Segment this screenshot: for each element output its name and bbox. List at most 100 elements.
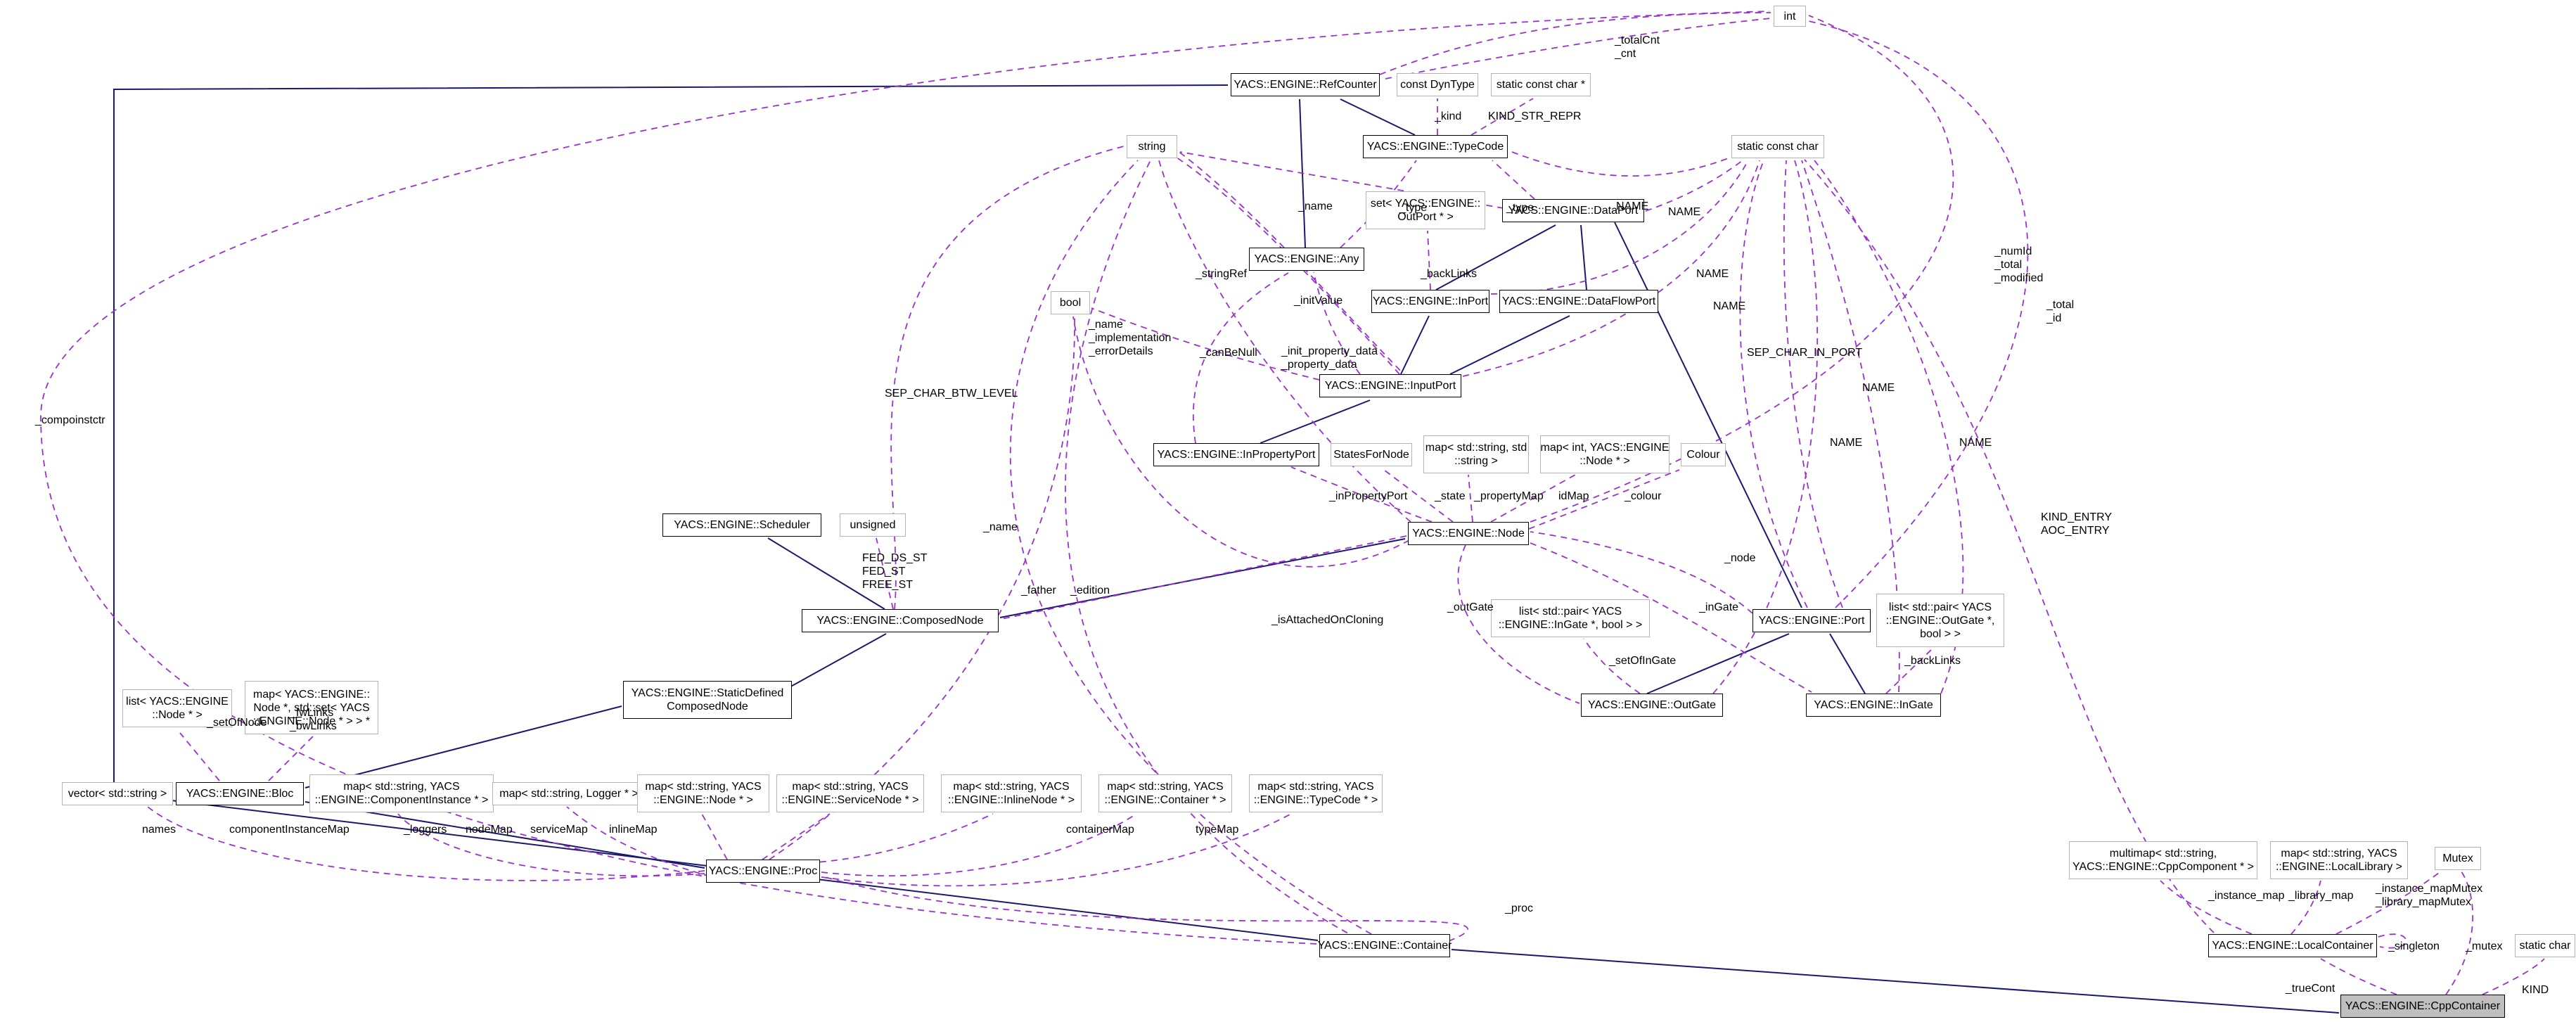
- node-colour: Colour: [1681, 443, 1726, 466]
- node-inputport[interactable]: YACS::ENGINE::InputPort: [1319, 374, 1461, 397]
- node-listoutgate: list< std::pair< YACS ::ENGINE::OutGate …: [1876, 594, 2004, 647]
- edge-use-39: [1468, 474, 1473, 523]
- edge-label-4: _type: [1399, 202, 1428, 214]
- edge-label-44: _loggers: [404, 824, 447, 836]
- node-port[interactable]: YACS::ENGINE::Port: [1752, 609, 1871, 632]
- edge-inherit-7: [1614, 222, 1802, 608]
- edge-label-43: componentInstanceMap: [229, 824, 350, 836]
- edge-use-61: [2160, 880, 2253, 935]
- node-maptypecode: map< std::string, YACS ::ENGINE::TypeCod…: [1249, 774, 1383, 812]
- edge-label-27: _propertyMap: [1474, 490, 1544, 502]
- edge-label-10: NAME: [1696, 268, 1729, 280]
- node-vectorstring: vector< std::string >: [62, 782, 173, 805]
- edge-label-8: _stringRef: [1196, 268, 1247, 280]
- edge-use-58: [1530, 542, 1812, 693]
- edge-use-57: [1457, 544, 1580, 704]
- node-ingate[interactable]: YACS::ENGINE::InGate: [1806, 694, 1941, 717]
- edge-inherit-9: [1829, 633, 1866, 694]
- node-container[interactable]: YACS::ENGINE::Container: [1318, 934, 1452, 957]
- node-dataflowport[interactable]: YACS::ENGINE::DataFlowPort: [1499, 290, 1658, 313]
- node-mapcompinst: map< std::string, YACS ::ENGINE::Compone…: [309, 774, 494, 812]
- node-bloc[interactable]: YACS::ENGINE::Bloc: [176, 782, 304, 805]
- edge-use-18: [1470, 98, 1534, 136]
- edge-use-69: [40, 11, 1770, 945]
- edge-use-74: [1739, 160, 1808, 608]
- edge-use-52: [797, 813, 994, 864]
- edge-label-48: containerMap: [1066, 824, 1134, 836]
- edge-inherit-0: [1340, 98, 1416, 136]
- edge-label-54: _singleton: [2388, 940, 2440, 952]
- node-unsigned: unsigned: [840, 513, 906, 537]
- edge-use-31: [1192, 272, 1289, 444]
- edge-label-30: FED_DS_ST FED_ST FREE_ST: [862, 552, 928, 591]
- edge-use-36: [890, 146, 1124, 610]
- edge-use-26: [1009, 160, 1372, 935]
- node-setoutport: set< YACS::ENGINE:: OutPort * >: [1366, 191, 1485, 229]
- edge-use-45: [179, 732, 220, 781]
- edge-label-42: names: [142, 824, 177, 836]
- edge-label-35: _isAttachedOnCloning: [1271, 614, 1384, 626]
- edge-use-55: [822, 876, 1468, 942]
- node-scheduler[interactable]: YACS::ENGINE::Scheduler: [662, 513, 821, 537]
- node-node[interactable]: YACS::ENGINE::Node: [1408, 522, 1529, 545]
- node-typecode[interactable]: YACS::ENGINE::TypeCode: [1363, 135, 1508, 158]
- edge-use-21: [1530, 15, 1954, 523]
- edge-use-25: [1179, 151, 1504, 209]
- node-sdcn[interactable]: YACS::ENGINE::StaticDefined ComposedNode: [623, 681, 792, 719]
- node-staticconstcharptr: static const char *: [1491, 73, 1591, 96]
- edge-label-25: _inPropertyPort: [1329, 490, 1408, 502]
- edge-label-56: _trueCont: [2286, 983, 2335, 995]
- edge-use-28: [1158, 160, 1411, 523]
- edge-label-33: _edition: [1070, 585, 1110, 596]
- edge-label-29: _colour: [1625, 490, 1662, 502]
- edge-label-51: _instance_map: [2208, 890, 2285, 902]
- edge-use-59: [1583, 638, 1641, 694]
- node-staticchar: static char: [2515, 934, 2575, 957]
- node-dyntype: const DynType: [1397, 73, 1478, 96]
- edge-use-44: [1072, 316, 1410, 568]
- edge-inherit-5: [1449, 315, 1570, 375]
- edge-use-54: [821, 813, 1292, 887]
- edge-label-6: NAME: [1616, 200, 1649, 212]
- edge-use-47: [147, 806, 705, 881]
- edge-use-19: [1379, 12, 1771, 75]
- edge-label-0: _totalCnt _cnt: [1615, 34, 1660, 60]
- edge-label-9: _backLinks: [1421, 268, 1478, 280]
- node-inpropertyport[interactable]: YACS::ENGINE::InPropertyPort: [1153, 443, 1319, 466]
- edge-inherit-2: [1435, 224, 1556, 290]
- node-mapstrstr: map< std::string, std ::string >: [1423, 435, 1529, 473]
- edge-use-37: [1290, 466, 1433, 523]
- edge-label-46: serviceMap: [530, 824, 588, 836]
- node-outgate[interactable]: YACS::ENGINE::OutGate: [1581, 694, 1723, 717]
- edge-label-31: _name: [983, 521, 1018, 533]
- edge-label-24: KIND_ENTRY AOC_ENTRY: [2041, 511, 2113, 537]
- edge-label-13: _name _implementation _errorDetails: [1089, 319, 1172, 357]
- edge-use-23: [1492, 160, 1535, 200]
- node-any[interactable]: YACS::ENGINE::Any: [1249, 248, 1364, 271]
- edge-label-20: NAME: [1830, 437, 1863, 449]
- edge-use-20: [1385, 18, 1771, 79]
- node-composednode[interactable]: YACS::ENGINE::ComposedNode: [802, 609, 999, 632]
- edge-label-41: _fwLinks _bwLinks: [290, 707, 337, 732]
- edge-label-32: _father: [1021, 585, 1056, 596]
- edge-label-2: KIND_STR_REPR: [1488, 110, 1582, 122]
- node-maplocallib: map< std::string, YACS ::ENGINE::LocalLi…: [2270, 841, 2408, 879]
- edge-use-63: [2335, 870, 2442, 935]
- node-proc[interactable]: YACS::ENGINE::Proc: [706, 860, 820, 883]
- edge-label-16: SEP_CHAR_BTW_LEVEL: [885, 388, 1018, 400]
- node-mapservice: map< std::string, YACS ::ENGINE::Service…: [776, 774, 924, 812]
- node-localcontainer[interactable]: YACS::ENGINE::LocalContainer: [2208, 934, 2377, 957]
- node-dataport[interactable]: YACS::ENGINE::DataPort: [1502, 199, 1644, 222]
- node-mapintnode: map< int, YACS::ENGINE ::Node * >: [1540, 435, 1670, 473]
- node-int: int: [1774, 6, 1806, 27]
- edge-use-42: [1001, 535, 1407, 620]
- node-mapcontainer: map< std::string, YACS ::ENGINE::Contain…: [1098, 774, 1232, 812]
- node-inport[interactable]: YACS::ENGINE::InPort: [1371, 290, 1489, 313]
- edge-label-12: NAME: [1713, 300, 1746, 312]
- edge-label-37: _inGate: [1699, 601, 1739, 613]
- edge-inherit-8: [1646, 633, 1790, 694]
- edge-label-36: _outGate: [1447, 601, 1494, 613]
- node-refcounter[interactable]: YACS::ENGINE::RefCounter: [1231, 73, 1380, 96]
- edge-use-71: [1645, 160, 1743, 212]
